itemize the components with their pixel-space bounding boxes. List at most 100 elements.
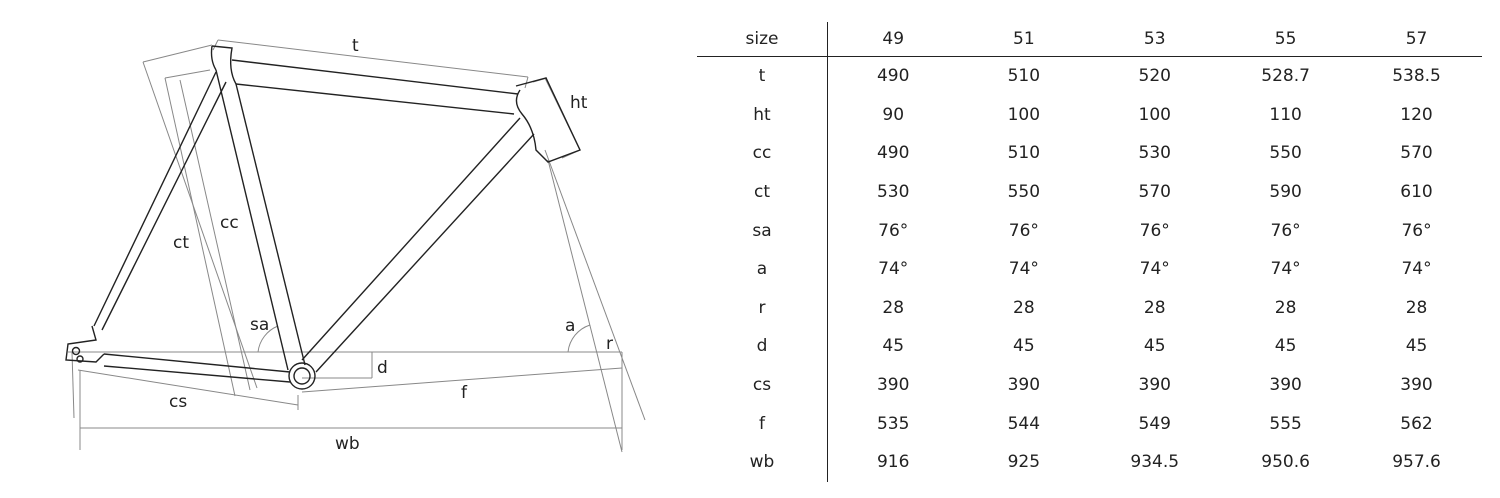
label-cc: cc [220, 213, 239, 233]
row-label: ct [697, 172, 828, 212]
table-row: wb 916 925 934.5 950.6 957.6 [697, 442, 1482, 482]
table-row: d 45 45 45 45 45 [697, 327, 1482, 366]
table-cell: 28 [1143, 297, 1166, 318]
table-row: ct 530 550 570 590 610 [697, 172, 1482, 212]
table-cell: 610 [1400, 182, 1433, 203]
table-cell: 120 [1400, 104, 1433, 125]
dimension-lines [68, 39, 646, 453]
label-wb: wb [335, 434, 360, 454]
table-cell: 490 [876, 143, 910, 164]
table-cell: 934.5 [1130, 452, 1180, 473]
table-cell: 28 [1013, 297, 1035, 318]
size-header: 57 [1351, 22, 1482, 57]
row-label: f [697, 404, 828, 443]
table-cell: 562 [1400, 413, 1433, 434]
table-cell: 45 [1013, 336, 1035, 357]
label-a: a [565, 316, 575, 336]
table-cell: 570 [1138, 182, 1171, 203]
label-t: t [352, 36, 359, 56]
label-sa: sa [250, 315, 269, 335]
label-f: f [461, 383, 468, 403]
table-cell: 510 [1007, 66, 1041, 87]
table-cell: 590 [1269, 182, 1302, 203]
table-cell: 957.6 [1392, 452, 1441, 473]
table-cell: 544 [1007, 413, 1041, 434]
frame-tubes [65, 45, 581, 390]
table-cell: 530 [1138, 143, 1171, 164]
table-cell: 538.5 [1392, 66, 1441, 87]
table-cell: 100 [1007, 104, 1041, 125]
table-cell: 925 [1007, 452, 1041, 473]
table-cell: 45 [1405, 336, 1428, 357]
label-r: r [606, 334, 613, 354]
table-cell: 510 [1007, 143, 1041, 164]
table-cell: 45 [1274, 336, 1297, 357]
table-row: ht 90 100 100 110 120 [697, 95, 1482, 135]
table-cell: 390 [1269, 375, 1302, 396]
table-row: cc 490 510 530 550 570 [697, 134, 1482, 173]
table-row: cs 390 390 390 390 390 [697, 365, 1482, 405]
row-label: t [697, 56, 828, 96]
table-cell: 74° [1401, 259, 1432, 280]
table-cell: 520 [1138, 66, 1171, 87]
table-cell: 28 [1405, 297, 1428, 318]
table-cell: 530 [876, 182, 910, 203]
table-cell: 76° [1008, 220, 1039, 241]
table-cell: 110 [1269, 104, 1302, 125]
row-label: a [697, 249, 828, 289]
table-cell: 76° [1270, 220, 1301, 241]
row-label: r [697, 288, 828, 328]
table-cell: 76° [1139, 220, 1170, 241]
table-row: sa 76° 76° 76° 76° 76° [697, 211, 1482, 250]
table-cell: 550 [1007, 182, 1041, 203]
table-cell: 390 [1138, 375, 1171, 396]
size-header: 55 [1220, 22, 1352, 57]
size-header: 53 [1089, 22, 1221, 57]
row-label: cs [697, 365, 828, 405]
table-cell: 28 [882, 297, 905, 318]
label-cs: cs [169, 392, 187, 412]
table-cell: 45 [882, 336, 905, 357]
label-ht: ht [570, 93, 588, 113]
table-body: t 490 510 520 528.7 538.5 ht 90 100 100 110 120 cc 49… [697, 56, 1482, 482]
table-cell: 100 [1138, 104, 1171, 125]
table-cell: 549 [1138, 413, 1171, 434]
table-cell: 76° [1401, 220, 1432, 241]
table-corner-size: size [697, 22, 828, 57]
table-header-row: size 49 51 53 55 57 [697, 22, 1482, 57]
table-row: t 490 510 520 528.7 538.5 [697, 56, 1482, 96]
row-label: sa [697, 211, 828, 250]
row-label: d [697, 327, 828, 366]
table-cell: 74° [1139, 259, 1170, 280]
table-cell: 74° [1270, 259, 1301, 280]
table-cell: 550 [1269, 143, 1302, 164]
frame-geometry-diagram: t ht ct cc sa a r d f cs wb [65, 36, 646, 454]
table-cell: 45 [1143, 336, 1166, 357]
table-cell: 390 [1400, 375, 1433, 396]
table-cell: 74° [1008, 259, 1039, 280]
table-cell: 528.7 [1261, 66, 1310, 87]
table-cell: 390 [1007, 375, 1041, 396]
size-header: 49 [827, 22, 959, 57]
row-label: wb [697, 442, 828, 482]
table-row: r 28 28 28 28 28 [697, 288, 1482, 328]
row-label: ht [697, 95, 828, 135]
table-cell: 28 [1274, 297, 1297, 318]
table-cell: 950.6 [1261, 452, 1310, 473]
table-cell: 555 [1269, 413, 1302, 434]
row-label: cc [697, 134, 828, 173]
table-row: a 74° 74° 74° 74° 74° [697, 249, 1482, 289]
label-ct: ct [173, 233, 189, 253]
size-header: 51 [958, 22, 1090, 57]
table-row: f 535 544 549 555 562 [697, 404, 1482, 443]
table-cell: 570 [1400, 143, 1433, 164]
table-cell: 74° [878, 259, 909, 280]
geometry-table: size 49 51 53 55 57 t 490 510 520 528.7 538.5… [697, 22, 1482, 482]
table-cell: 390 [876, 375, 910, 396]
table-cell: 76° [878, 220, 909, 241]
table-cell: 490 [876, 66, 910, 87]
table-cell: 535 [876, 413, 910, 434]
table-cell: 90 [882, 104, 905, 125]
table-cell: 916 [876, 452, 910, 473]
label-d: d [377, 358, 388, 378]
